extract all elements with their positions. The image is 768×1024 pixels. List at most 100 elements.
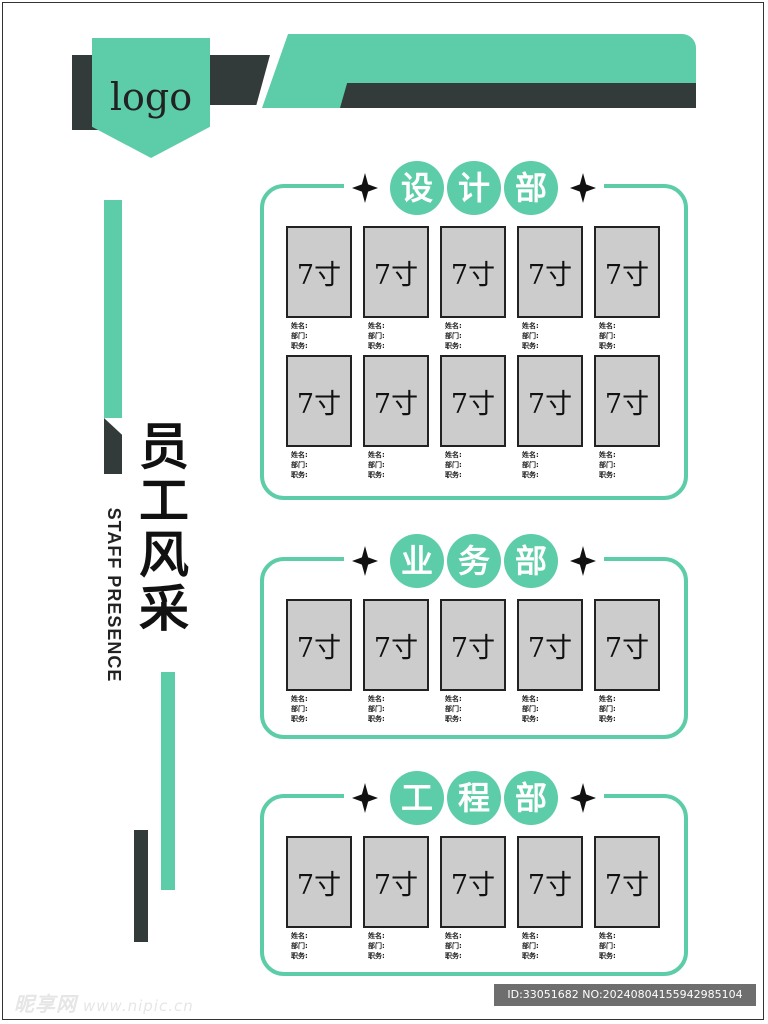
department-name-char: 务 [447, 534, 501, 588]
staff-info-name-label: 姓名: [291, 322, 308, 330]
department-panel-design: 设 计 部 7寸姓名:部门:职务:7寸姓名:部门:职务:7寸姓名:部门:职务:7… [260, 161, 688, 500]
department-name-char: 业 [390, 534, 444, 588]
photo-placeholder: 7寸 [440, 226, 506, 318]
department-name-char: 部 [504, 161, 558, 215]
staff-info-position-label: 职务: [368, 471, 385, 479]
staff-info: 姓名:部门:职务: [594, 447, 660, 480]
staff-card: 7寸姓名:部门:职务: [594, 836, 660, 961]
left-dark-stripe-bottom [134, 830, 148, 942]
staff-info-department-label: 部门: [291, 461, 308, 469]
staff-info-position-label: 职务: [291, 952, 308, 960]
staff-card: 7寸姓名:部门:职务: [594, 226, 660, 351]
staff-info-name-label: 姓名: [445, 695, 462, 703]
staff-info-name-label: 姓名: [368, 695, 385, 703]
staff-card: 7寸姓名:部门:职务: [440, 836, 506, 961]
staff-info: 姓名:部门:职务: [286, 447, 352, 480]
staff-info-name-label: 姓名: [522, 322, 539, 330]
staff-info-position-label: 职务: [599, 342, 616, 350]
star-icon [352, 173, 378, 203]
photo-placeholder: 7寸 [594, 599, 660, 691]
staff-info-position-label: 职务: [291, 342, 308, 350]
staff-info: 姓名:部门:职务: [286, 928, 352, 961]
department-name: 业 务 部 [390, 534, 558, 588]
photo-placeholder: 7寸 [440, 599, 506, 691]
photo-placeholder: 7寸 [517, 836, 583, 928]
photo-placeholder: 7寸 [363, 355, 429, 447]
staff-info-position-label: 职务: [599, 715, 616, 723]
department-name-char: 部 [504, 771, 558, 825]
department-name-char: 工 [390, 771, 444, 825]
staff-card: 7寸姓名:部门:职务: [440, 226, 506, 351]
staff-card: 7寸姓名:部门:职务: [363, 226, 429, 351]
department-name-char: 设 [390, 161, 444, 215]
staff-info-name-label: 姓名: [599, 932, 616, 940]
staff-info-department-label: 部门: [291, 942, 308, 950]
page-title-english-wrap: STAFF PRESENCE [104, 490, 124, 700]
star-icon [352, 546, 378, 576]
staff-info-position-label: 职务: [291, 715, 308, 723]
logo-text: logo [109, 75, 193, 119]
star-icon [570, 546, 596, 576]
left-dark-stripe-top [104, 418, 122, 474]
staff-info-department-label: 部门: [522, 705, 539, 713]
staff-card: 7寸姓名:部门:职务: [363, 836, 429, 961]
staff-info: 姓名:部门:职务: [440, 928, 506, 961]
staff-card: 7寸姓名:部门:职务: [440, 355, 506, 480]
staff-info-department-label: 部门: [445, 705, 462, 713]
staff-info-department-label: 部门: [291, 332, 308, 340]
staff-info-department-label: 部门: [368, 942, 385, 950]
staff-info: 姓名:部门:职务: [363, 691, 429, 724]
photo-placeholder: 7寸 [594, 836, 660, 928]
staff-info-name-label: 姓名: [368, 932, 385, 940]
department-heading: 工 程 部 [344, 771, 604, 825]
photo-placeholder: 7寸 [286, 355, 352, 447]
left-teal-stripe-top [104, 200, 122, 418]
staff-info-position-label: 职务: [599, 952, 616, 960]
staff-info-position-label: 职务: [368, 952, 385, 960]
watermark-site: 昵享网 [14, 992, 77, 1016]
title-char: 员 [139, 418, 189, 476]
department-heading: 设 计 部 [344, 161, 604, 215]
staff-info-name-label: 姓名: [368, 322, 385, 330]
department-name: 设 计 部 [390, 161, 558, 215]
title-char: 工 [139, 472, 189, 530]
department-panel-business: 业 务 部 7寸姓名:部门:职务:7寸姓名:部门:职务:7寸姓名:部门:职务:7… [260, 534, 688, 739]
page-title-english: STAFF PRESENCE [104, 507, 124, 683]
photo-placeholder: 7寸 [517, 599, 583, 691]
staff-info-name-label: 姓名: [599, 695, 616, 703]
staff-info: 姓名:部门:职务: [517, 691, 583, 724]
staff-info-name-label: 姓名: [445, 322, 462, 330]
staff-card: 7寸姓名:部门:职务: [517, 226, 583, 351]
staff-info: 姓名:部门:职务: [594, 928, 660, 961]
photo-placeholder: 7寸 [517, 355, 583, 447]
photo-placeholder: 7寸 [440, 836, 506, 928]
staff-info: 姓名: 部门: 职务: [594, 691, 660, 724]
staff-card: 7寸姓名:部门:职务: [363, 355, 429, 480]
staff-card: 7寸姓名: 部门: 职务: [594, 599, 660, 724]
page-title-chinese: 员 工 风 采 [136, 420, 192, 636]
photo-grid: 7寸姓名:部门:职务:7寸姓名:部门:职务:7寸姓名:部门:职务:7寸姓名:部门… [286, 836, 660, 961]
staff-info-name-label: 姓名: [599, 322, 616, 330]
department-name-char: 计 [447, 161, 501, 215]
staff-info-department-label: 部门: [522, 332, 539, 340]
staff-card: 7寸姓名:部门:职务: [286, 226, 352, 351]
star-icon [352, 783, 378, 813]
photo-placeholder: 7寸 [363, 599, 429, 691]
photo-grid: 7寸姓名:部门:职务:7寸姓名:部门:职务:7寸姓名:部门:职务:7寸姓名:部门… [286, 599, 660, 724]
staff-info-position-label: 职务: [522, 342, 539, 350]
staff-info-position-label: 职务: [368, 342, 385, 350]
staff-info-name-label: 姓名: [522, 932, 539, 940]
photo-placeholder: 7寸 [594, 355, 660, 447]
staff-card: 7寸姓名:部门:职务: [517, 836, 583, 961]
staff-info-department-label: 部门: [599, 705, 616, 713]
staff-info: 姓名:部门:职务: [594, 318, 660, 351]
photo-placeholder: 7寸 [440, 355, 506, 447]
staff-info-department-label: 部门: [291, 705, 308, 713]
staff-info: 姓名:部门:职务: [363, 447, 429, 480]
star-icon [570, 783, 596, 813]
left-teal-stripe-bottom [161, 672, 175, 890]
header-dark-bar [340, 83, 696, 108]
staff-info-name-label: 姓名: [291, 451, 308, 459]
title-char: 采 [139, 580, 189, 638]
